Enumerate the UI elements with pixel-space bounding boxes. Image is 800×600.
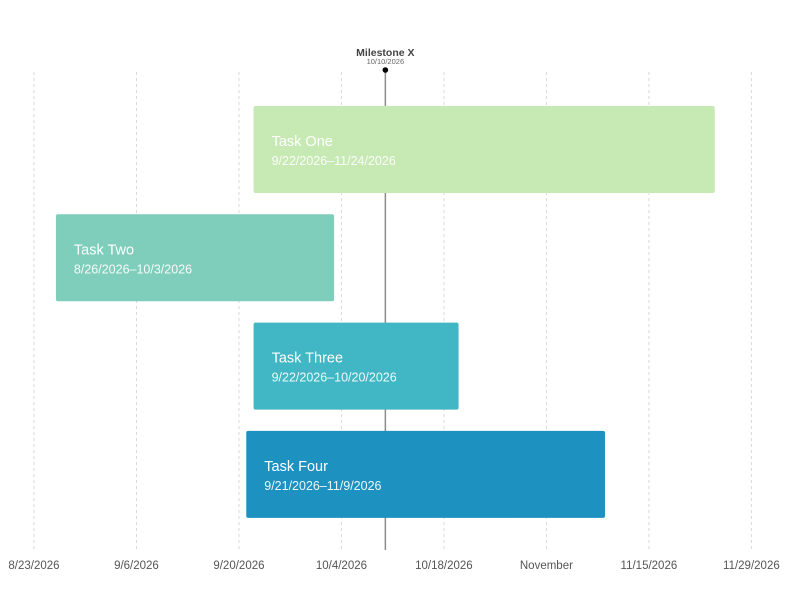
x-tick-label: 9/20/2026 [213,560,264,572]
task-bar[interactable] [253,322,459,410]
x-tick-label: November [520,560,573,572]
task-1[interactable]: Task One 9/22/2026–11/24/2026 [253,106,715,193]
x-tick-label: 11/29/2026 [723,560,780,572]
milestone-marker [382,67,389,73]
x-axis-ticks: 8/23/2026 9/6/2026 9/20/2026 10/4/2026 10/18… [8,560,779,572]
task-2[interactable]: Task Two 8/26/2026–10/3/2026 [55,214,335,302]
milestone-title: Milestone X [356,47,414,59]
x-tick-label: 9/6/2026 [114,560,159,572]
x-tick-label: 8/23/2026 [8,560,59,572]
task-bar[interactable] [55,214,335,302]
task-title: Task Four [264,459,328,475]
task-dates: 8/26/2026–10/3/2026 [74,262,192,276]
x-tick-label: 11/15/2026 [621,560,678,572]
x-tick-label: 10/18/2026 [415,560,473,572]
task-4[interactable]: Task Four 9/21/2026–11/9/2026 [246,430,605,518]
x-tick-label: 10/4/2026 [316,560,367,572]
task-dates: 9/21/2026–11/9/2026 [264,479,381,493]
task-3[interactable]: Task Three 9/22/2026–10/20/2026 [253,322,459,410]
task-dates: 9/22/2026–10/20/2026 [272,371,397,385]
task-bar[interactable] [253,106,715,193]
task-title: Task Two [74,242,134,258]
milestone-date: 10/10/2026 [367,57,405,66]
task-title: Task One [272,134,333,150]
milestone-labels: Milestone X10/10/2026 [356,47,415,73]
task-title: Task Three [272,351,343,367]
task-dates: 9/22/2026–11/24/2026 [272,154,396,168]
task-bar[interactable] [246,430,605,518]
